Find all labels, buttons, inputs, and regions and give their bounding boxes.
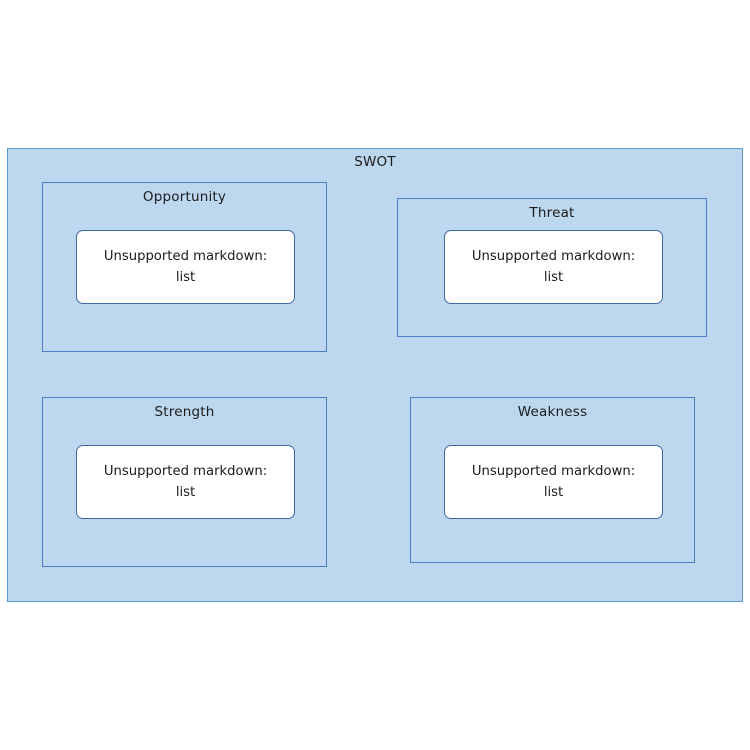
- quadrant-strength-label: Strength: [154, 404, 215, 420]
- note-card-weakness-line1: Unsupported markdown:: [471, 464, 636, 479]
- note-card-opportunity-line1: Unsupported markdown:: [103, 249, 268, 264]
- note-card-weakness-line2: list: [543, 485, 564, 500]
- quadrant-strength[interactable]: Strength Unsupported markdown: list: [42, 397, 327, 567]
- quadrant-weakness[interactable]: Weakness Unsupported markdown: list: [410, 397, 695, 563]
- quadrant-opportunity-label: Opportunity: [142, 189, 227, 205]
- note-card-weakness[interactable]: Unsupported markdown: list: [444, 445, 663, 519]
- note-card-threat-line2: list: [543, 270, 564, 285]
- note-card-strength[interactable]: Unsupported markdown: list: [76, 445, 295, 519]
- quadrant-opportunity[interactable]: Opportunity Unsupported markdown: list: [42, 182, 327, 352]
- note-card-threat[interactable]: Unsupported markdown: list: [444, 230, 663, 304]
- note-card-opportunity[interactable]: Unsupported markdown: list: [76, 230, 295, 304]
- note-card-threat-line1: Unsupported markdown:: [471, 249, 636, 264]
- note-card-strength-line1: Unsupported markdown:: [103, 464, 268, 479]
- note-card-strength-line2: list: [175, 485, 196, 500]
- quadrant-threat-label: Threat: [529, 205, 575, 221]
- quadrant-threat[interactable]: Threat Unsupported markdown: list: [397, 198, 707, 337]
- swot-container[interactable]: SWOT Opportunity Unsupported markdown: l…: [7, 148, 743, 602]
- swot-title: SWOT: [354, 154, 396, 170]
- note-card-opportunity-line2: list: [175, 270, 196, 285]
- quadrant-weakness-label: Weakness: [517, 404, 588, 420]
